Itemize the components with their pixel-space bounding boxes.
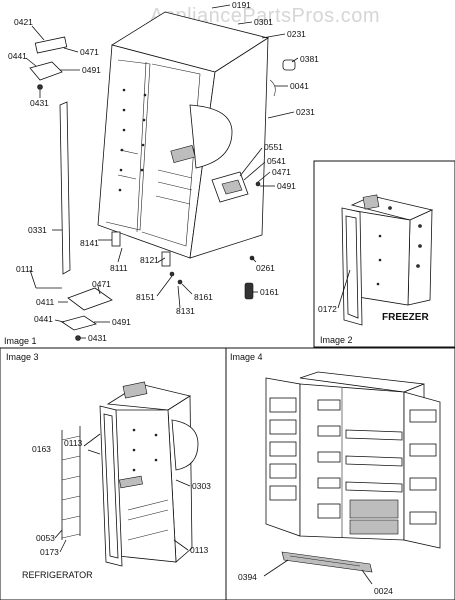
callout-0541: 0541 [267, 156, 286, 166]
image-1-callouts: 0191 0301 0231 0421 0471 0441 0491 0431 … [8, 0, 319, 343]
callout-0172: 0172 [318, 304, 337, 314]
callout-0191: 0191 [232, 0, 251, 10]
refrigerator-label: REFRIGERATOR [22, 570, 93, 580]
callout-0394: 0394 [238, 572, 257, 582]
door-trim-strip [59, 101, 71, 275]
callout-8131: 8131 [176, 306, 195, 316]
door-shelf-rack [61, 426, 81, 540]
image-4-assembled-refrigerator [265, 371, 441, 573]
callout-0024: 0024 [374, 586, 393, 596]
control-housing [189, 104, 233, 169]
cabinet-right-side [189, 37, 269, 259]
callout-0113: 0113 [64, 438, 83, 448]
callout-0231: 0231 [287, 29, 306, 39]
callout-0301: 0301 [254, 17, 273, 27]
callout-0441: 0441 [8, 51, 27, 61]
callout-0261: 0261 [256, 263, 275, 273]
image-2-freezer-liner [341, 194, 434, 326]
callout-8161: 8161 [194, 292, 213, 302]
screw-holes [118, 88, 147, 192]
callout-0551: 0551 [264, 142, 283, 152]
callout-0163: 0163 [32, 444, 51, 454]
top-hinge-bracket [34, 36, 68, 54]
callout-0161: 0161 [260, 287, 279, 297]
callout-0231-b: 0231 [296, 107, 315, 117]
callout-8121: 8121 [140, 255, 159, 265]
top-hinge-plate [29, 61, 63, 81]
drain-tube [282, 59, 296, 71]
callout-0491: 0491 [82, 65, 101, 75]
callout-0431: 0431 [30, 98, 49, 108]
watermark: AppliancePartsPros.com [150, 5, 380, 27]
image-1-caption: Image 1 [4, 336, 37, 346]
callout-0053: 0053 [36, 533, 55, 543]
callout-8151: 8151 [136, 292, 155, 302]
image-2-caption: Image 2 [320, 335, 353, 345]
callout-0303: 0303 [192, 481, 211, 491]
image-4-caption: Image 4 [230, 352, 263, 362]
callout-0491-c: 0491 [112, 317, 131, 327]
callout-0441-b: 0441 [34, 314, 53, 324]
callout-8111: 8111 [110, 263, 128, 273]
leveling-leg-2 [161, 251, 171, 267]
image-1-exploded-cabinet [25, 4, 299, 341]
callout-8141: 8141 [80, 238, 99, 248]
callout-0381: 0381 [300, 54, 319, 64]
image-2-frame [313, 160, 455, 348]
control-panel [170, 144, 196, 164]
callout-0113-b: 0113 [190, 545, 209, 555]
image-3-refrigerator-liner [99, 381, 199, 567]
image-3-caption: Image 3 [6, 352, 39, 362]
freezer-label: FREEZER [382, 312, 429, 323]
callout-0431-b: 0431 [88, 333, 107, 343]
image-1-leaders [25, 4, 299, 339]
base-grille [281, 551, 373, 573]
fresh-food-door [403, 391, 441, 549]
callout-0421: 0421 [14, 17, 33, 27]
callout-0173: 0173 [40, 547, 59, 557]
callout-0471-b: 0471 [272, 167, 291, 177]
callout-0331: 0331 [28, 225, 47, 235]
callout-0471-c: 0471 [92, 279, 111, 289]
bottom-hinge-plate-lower [61, 315, 97, 331]
image-4-frame [225, 347, 455, 600]
bottom-hinge-plate [67, 287, 113, 311]
leveling-leg [111, 231, 121, 247]
callout-0491-b: 0491 [277, 181, 296, 191]
ground-strap [244, 282, 254, 300]
callout-0111: 0111 [16, 264, 34, 274]
callout-0411: 0411 [36, 297, 55, 307]
callout-0471: 0471 [80, 47, 99, 57]
callout-0041: 0041 [290, 81, 309, 91]
